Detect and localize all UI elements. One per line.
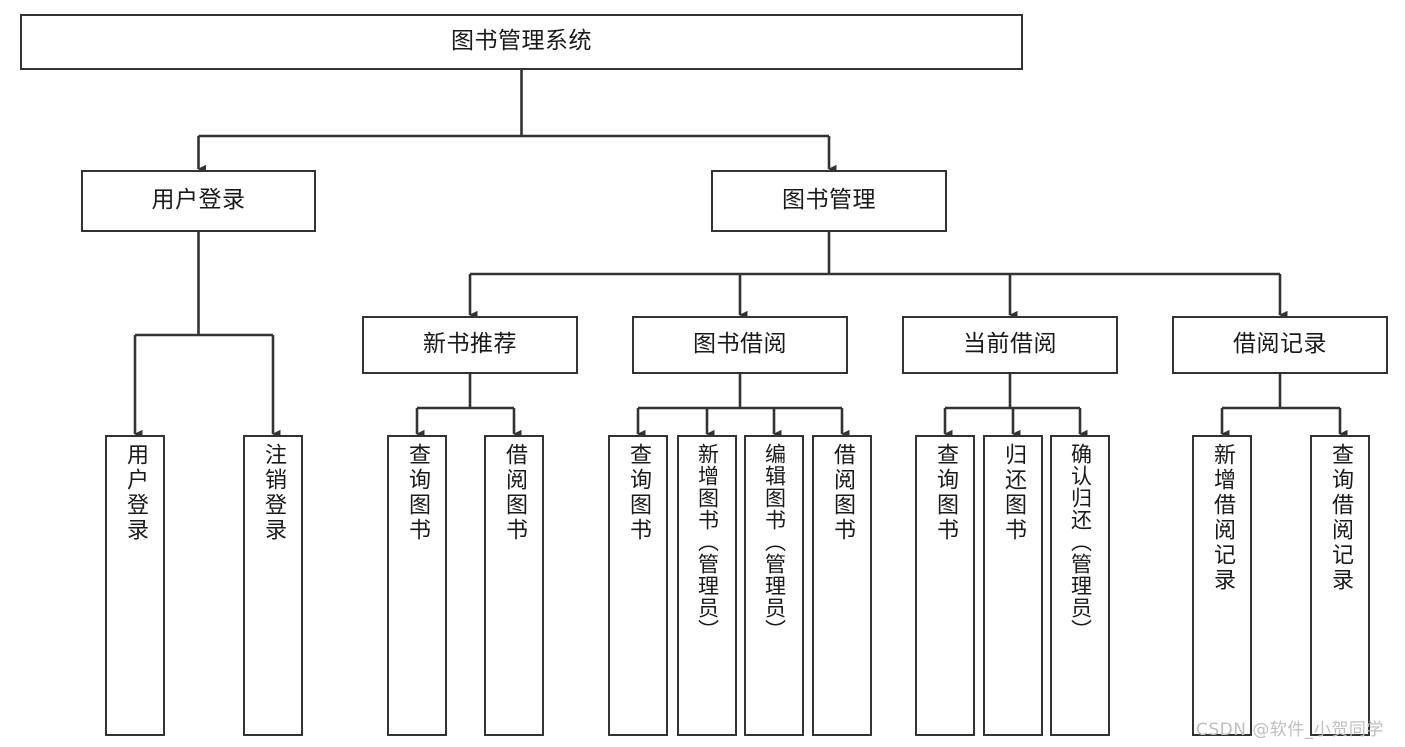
node-label-new-book-rec: 新书推荐	[423, 331, 517, 358]
node-label-leaf-user-logout: 注销登录	[261, 443, 286, 543]
node-leaf-add-record[interactable]: 新增借阅记录	[1192, 435, 1252, 736]
node-label-user-login: 用户登录	[151, 187, 246, 214]
node-label-leaf-confirm-return: 确认归还（管理员）	[1068, 443, 1093, 641]
node-new-book-rec[interactable]: 新书推荐	[362, 316, 578, 374]
node-leaf-user-login[interactable]: 用户登录	[105, 435, 165, 736]
node-label-leaf-query-book-1: 查询图书	[405, 443, 430, 543]
node-label-leaf-query-book-3: 查询图书	[933, 443, 958, 543]
node-leaf-return-book[interactable]: 归还图书	[983, 435, 1043, 736]
node-label-leaf-query-book-2: 查询图书	[626, 443, 651, 543]
node-label-leaf-user-login: 用户登录	[123, 443, 148, 543]
node-book-borrow[interactable]: 图书借阅	[632, 316, 848, 374]
node-label-current-borrow: 当前借阅	[963, 331, 1057, 358]
node-label-book-manage: 图书管理	[782, 187, 876, 214]
node-leaf-edit-book[interactable]: 编辑图书（管理员）	[744, 435, 804, 736]
node-leaf-borrow-book-1[interactable]: 借阅图书	[484, 435, 544, 736]
node-leaf-user-logout[interactable]: 注销登录	[243, 435, 303, 736]
node-leaf-query-record[interactable]: 查询借阅记录	[1310, 435, 1370, 736]
node-label-leaf-return-book: 归还图书	[1001, 443, 1026, 543]
node-label-book-borrow: 图书借阅	[693, 331, 787, 358]
node-label-leaf-query-record: 查询借阅记录	[1328, 443, 1353, 593]
node-root[interactable]: 图书管理系统	[20, 14, 1023, 70]
node-leaf-add-book[interactable]: 新增图书（管理员）	[677, 435, 737, 736]
node-borrow-record[interactable]: 借阅记录	[1172, 316, 1388, 374]
node-leaf-query-book-3[interactable]: 查询图书	[915, 435, 975, 736]
node-label-borrow-record: 借阅记录	[1233, 331, 1327, 358]
node-leaf-confirm-return[interactable]: 确认归还（管理员）	[1050, 435, 1110, 736]
node-label-leaf-edit-book: 编辑图书（管理员）	[762, 443, 787, 641]
node-label-leaf-add-record: 新增借阅记录	[1210, 443, 1235, 593]
node-label-leaf-borrow-book-1: 借阅图书	[502, 443, 527, 543]
csdn-watermark: CSDN @软件_小贺同学	[1196, 720, 1384, 740]
node-label-leaf-borrow-book-2: 借阅图书	[830, 443, 855, 543]
node-current-borrow[interactable]: 当前借阅	[902, 316, 1118, 374]
node-leaf-query-book-2[interactable]: 查询图书	[608, 435, 668, 736]
node-leaf-query-book-1[interactable]: 查询图书	[387, 435, 447, 736]
node-user-login[interactable]: 用户登录	[81, 170, 316, 232]
node-book-manage[interactable]: 图书管理	[711, 170, 947, 232]
node-label-root: 图书管理系统	[451, 28, 592, 55]
node-leaf-borrow-book-2[interactable]: 借阅图书	[812, 435, 872, 736]
node-label-leaf-add-book: 新增图书（管理员）	[695, 443, 720, 641]
